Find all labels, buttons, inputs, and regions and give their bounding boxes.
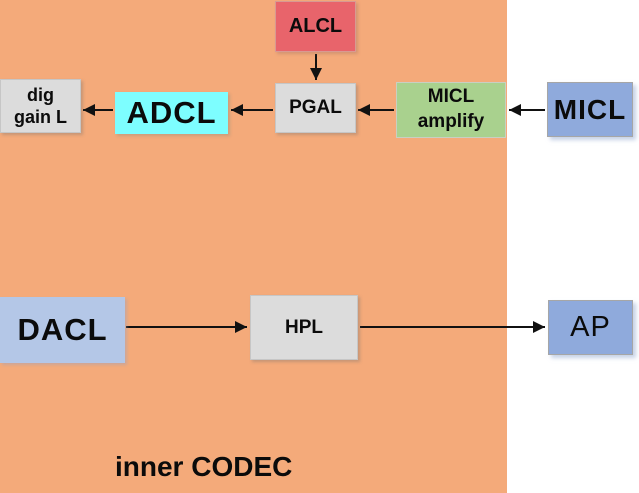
node-micl-amplify: MICL amplify: [396, 82, 506, 138]
inner-codec-label: inner CODEC: [115, 451, 293, 482]
node-hpl: HPL: [250, 295, 358, 360]
node-ap: AP: [548, 300, 633, 355]
micl-amplify-line1: MICL: [427, 86, 475, 108]
node-dig-gain-l-label: dig gain L: [14, 84, 67, 129]
dig-gain-line1: dig: [27, 84, 54, 105]
micl-amplify-line2: amplify: [417, 111, 485, 132]
node-dig-gain-l: dig gain L: [0, 79, 81, 133]
node-micl: MICL: [547, 82, 633, 137]
node-alcl: ALCL: [275, 1, 356, 52]
node-micl-amplify-label: MICL amplify: [418, 85, 485, 134]
node-adcl: ADCL: [115, 92, 228, 134]
node-pgal: PGAL: [275, 83, 356, 133]
dig-gain-line2: gain L: [14, 107, 67, 127]
node-dacl: DACL: [0, 297, 125, 363]
inner-codec-region: [0, 0, 507, 493]
